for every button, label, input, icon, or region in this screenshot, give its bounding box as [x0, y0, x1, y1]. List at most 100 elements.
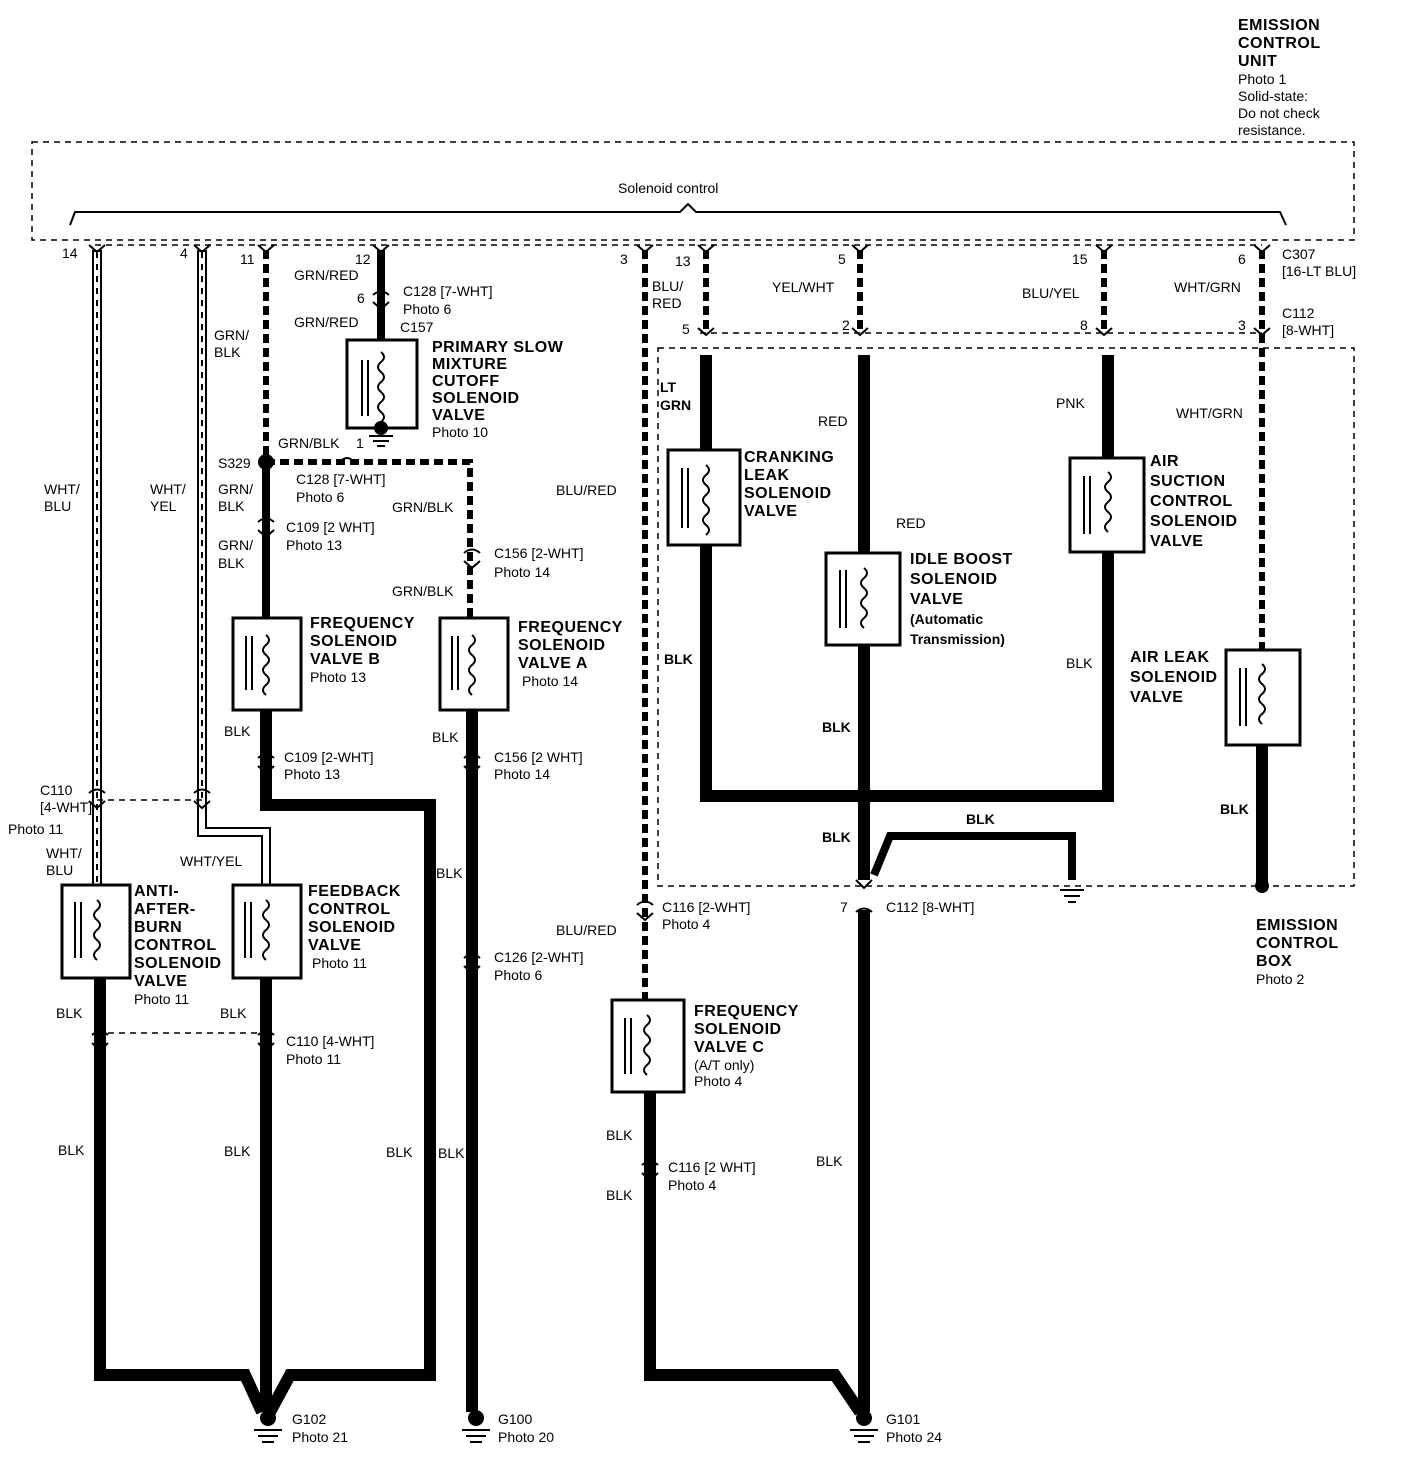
- wire-blk-box-ground: [870, 832, 1076, 880]
- svg-text:BLK: BLK: [224, 1143, 251, 1159]
- solenoid-control-label: Solenoid control: [618, 180, 718, 196]
- svg-text:SOLENOID: SOLENOID: [1150, 513, 1238, 530]
- svg-text:WHT/: WHT/: [44, 481, 80, 497]
- svg-text:Photo 4: Photo 4: [662, 916, 710, 932]
- svg-text:C307: C307: [1282, 246, 1316, 262]
- svg-text:UNIT: UNIT: [1238, 53, 1277, 70]
- svg-text:CONTROL: CONTROL: [1238, 35, 1321, 52]
- svg-text:CUTOFF: CUTOFF: [432, 373, 500, 390]
- freq-valve-a: [438, 616, 510, 712]
- svg-text:BLK: BLK: [606, 1187, 633, 1203]
- label-feedback: FEEDBACK CONTROL SOLENOID VALVE Photo 11: [308, 883, 400, 971]
- svg-text:GRN/BLK: GRN/BLK: [392, 499, 454, 515]
- svg-text:C128 [7-WHT]: C128 [7-WHT]: [296, 471, 385, 487]
- svg-text:Photo 4: Photo 4: [694, 1073, 742, 1089]
- svg-text:SOLENOID: SOLENOID: [744, 485, 832, 502]
- svg-text:BLK: BLK: [218, 555, 245, 571]
- wire-labels: GRN/RED GRN/RED 6 GRN/ BLK GRN/BLK 1 GRN…: [44, 267, 1249, 1203]
- svg-text:VALVE: VALVE: [432, 407, 485, 424]
- ground-icon: [850, 1410, 878, 1443]
- svg-text:LT: LT: [660, 379, 677, 395]
- svg-text:Photo 13: Photo 13: [286, 537, 342, 553]
- label-g101: G101 Photo 24: [886, 1411, 942, 1445]
- svg-text:WHT/YEL: WHT/YEL: [180, 853, 242, 869]
- air-leak-valve: [1224, 648, 1302, 747]
- svg-text:C110: C110: [40, 782, 73, 798]
- svg-text:CONTROL: CONTROL: [1256, 935, 1339, 952]
- svg-text:GRN/RED: GRN/RED: [294, 267, 359, 283]
- svg-text:YEL: YEL: [150, 498, 177, 514]
- svg-text:BLK: BLK: [214, 344, 241, 360]
- svg-text:Photo 21: Photo 21: [292, 1429, 348, 1445]
- svg-text:BLK: BLK: [1220, 801, 1249, 817]
- svg-text:Photo 11: Photo 11: [286, 1051, 341, 1067]
- svg-text:2: 2: [842, 317, 850, 333]
- svg-text:BLK: BLK: [822, 829, 851, 845]
- svg-text:SUCTION: SUCTION: [1150, 473, 1226, 490]
- svg-text:GRN/: GRN/: [214, 327, 249, 343]
- svg-text:BLK: BLK: [606, 1127, 633, 1143]
- svg-text:C112 [8-WHT]: C112 [8-WHT]: [886, 899, 974, 915]
- svg-text:Photo 20: Photo 20: [498, 1429, 554, 1445]
- svg-text:GRN/: GRN/: [218, 481, 253, 497]
- svg-text:15: 15: [1072, 251, 1088, 267]
- svg-text:BURN: BURN: [134, 919, 182, 936]
- svg-text:Photo 11: Photo 11: [8, 821, 63, 837]
- label-idle-boost: IDLE BOOST SOLENOID VALVE (Automatic Tra…: [910, 551, 1012, 647]
- svg-text:(A/T only): (A/T only): [694, 1057, 754, 1073]
- ground-icon: [254, 1410, 282, 1443]
- svg-text:PNK: PNK: [1056, 395, 1085, 411]
- connector-labels: C128 [7-WHT] Photo 6 C157 C128 [7-WHT] P…: [8, 283, 974, 1193]
- svg-text:Photo 14: Photo 14: [494, 766, 550, 782]
- svg-text:VALVE: VALVE: [1150, 533, 1203, 550]
- svg-text:SOLENOID: SOLENOID: [134, 955, 222, 972]
- svg-text:GRN/BLK: GRN/BLK: [278, 435, 340, 451]
- svg-text:GRN/: GRN/: [218, 537, 253, 553]
- svg-text:Photo 14: Photo 14: [494, 564, 550, 580]
- svg-text:VALVE C: VALVE C: [694, 1039, 764, 1056]
- svg-text:WHT/GRN: WHT/GRN: [1176, 405, 1243, 421]
- svg-text:Photo 6: Photo 6: [296, 489, 344, 505]
- svg-text:Photo 13: Photo 13: [284, 766, 340, 782]
- emission-box-boundary: [657, 347, 1355, 887]
- svg-text:CONTROL: CONTROL: [134, 937, 217, 954]
- svg-text:BLU: BLU: [44, 498, 71, 514]
- s111-splice: [855, 787, 873, 805]
- svg-text:G100: G100: [498, 1411, 532, 1427]
- svg-text:Do not check: Do not check: [1238, 105, 1321, 121]
- svg-text:CONTROL: CONTROL: [1150, 493, 1233, 510]
- svg-text:Transmission): Transmission): [910, 631, 1005, 647]
- ground-icon: [1255, 879, 1269, 893]
- ecu-title: EMISSION CONTROL UNIT: [1238, 17, 1321, 70]
- connector-marks: [88, 244, 1271, 1182]
- svg-text:C109 [2 WHT]: C109 [2 WHT]: [286, 519, 375, 535]
- cranking-leak-valve: [666, 448, 742, 547]
- svg-text:GRN/RED: GRN/RED: [294, 314, 359, 330]
- air-suction-valve: [1068, 456, 1146, 554]
- svg-text:FREQUENCY: FREQUENCY: [694, 1003, 799, 1020]
- c112-top-pins: 5 2 8 3: [682, 317, 1246, 337]
- svg-text:WHT/GRN: WHT/GRN: [1174, 279, 1241, 295]
- label-air-suction: AIR SUCTION CONTROL SOLENOID VALVE: [1150, 453, 1238, 550]
- svg-text:G102: G102: [292, 1411, 326, 1427]
- svg-text:C116 [2 WHT]: C116 [2 WHT]: [668, 1159, 756, 1175]
- svg-text:WHT/: WHT/: [46, 845, 82, 861]
- label-freq-a: FREQUENCY SOLENOID VALVE A Photo 14: [518, 619, 622, 689]
- svg-text:resistance.: resistance.: [1238, 122, 1306, 138]
- svg-text:RED: RED: [652, 295, 682, 311]
- label-g102: G102 Photo 21: [292, 1411, 348, 1445]
- svg-text:Photo 6: Photo 6: [494, 967, 542, 983]
- svg-text:C156 [2-WHT]: C156 [2-WHT]: [494, 545, 583, 561]
- svg-text:[4-WHT]: [4-WHT]: [40, 799, 92, 815]
- svg-text:BLK: BLK: [432, 729, 459, 745]
- c112-top-label: C112 [8-WHT]: [1282, 305, 1334, 338]
- wire-blk-freqc: [644, 1090, 865, 1416]
- svg-text:C157: C157: [400, 319, 434, 335]
- svg-text:8: 8: [1080, 317, 1088, 333]
- svg-text:SOLENOID: SOLENOID: [694, 1021, 782, 1038]
- svg-text:BLK: BLK: [1066, 655, 1093, 671]
- svg-text:4: 4: [180, 245, 188, 261]
- svg-text:SOLENOID: SOLENOID: [308, 919, 396, 936]
- svg-text:VALVE: VALVE: [1130, 689, 1183, 706]
- svg-text:VALVE B: VALVE B: [310, 651, 380, 668]
